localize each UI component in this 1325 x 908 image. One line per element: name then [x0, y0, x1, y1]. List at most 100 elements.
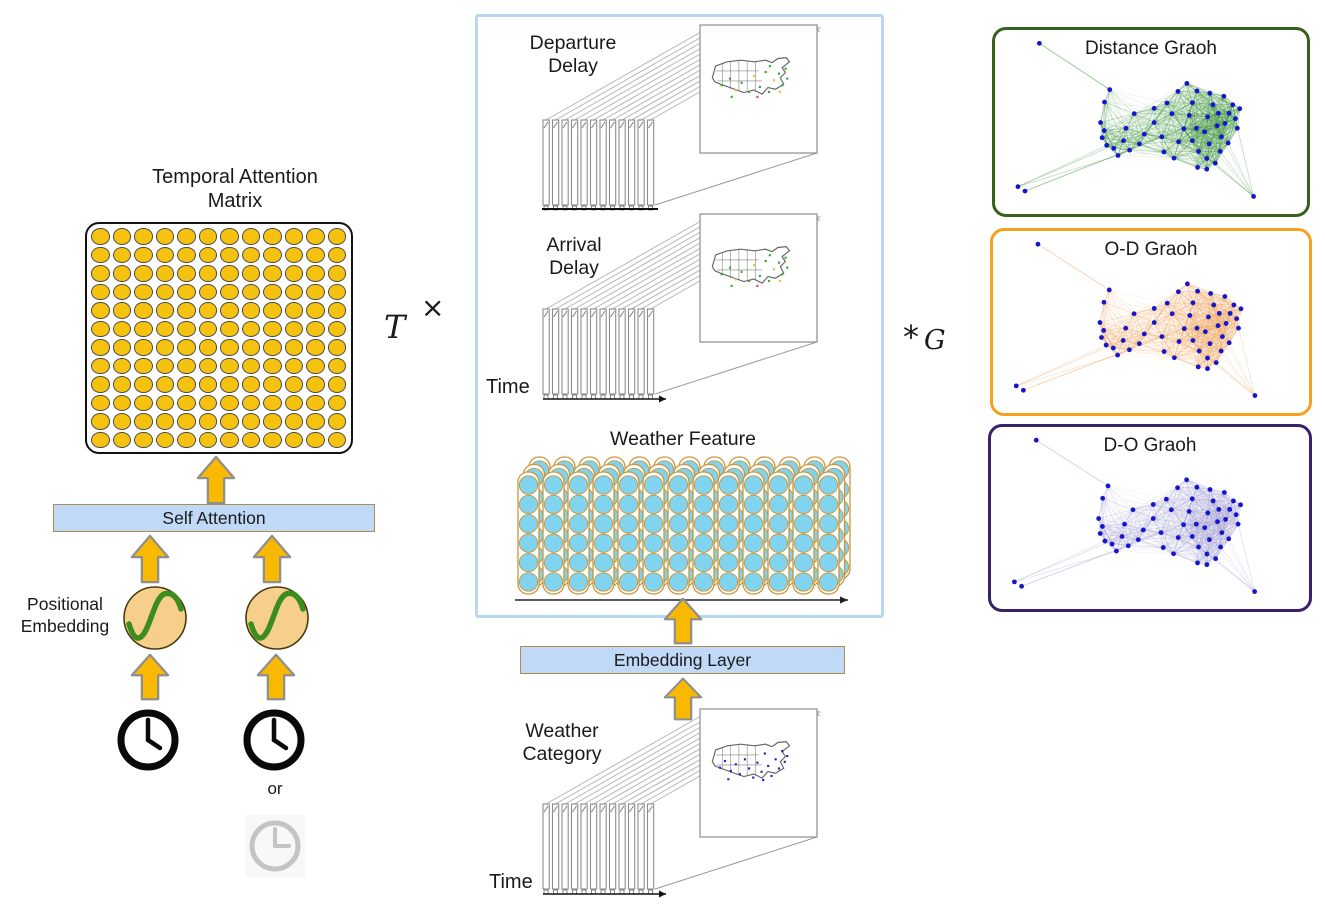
matrix-dot: [112, 283, 131, 300]
matrix-dot: [134, 394, 153, 411]
positional-embedding-sine-icon: [244, 585, 310, 656]
matrix-dot: [327, 320, 346, 337]
matrix-dot: [112, 431, 131, 448]
positional-label-line1: Positional: [27, 594, 103, 614]
matrix-dot: [263, 265, 282, 282]
matrix-dot: [198, 376, 217, 393]
matrix-dot: [155, 339, 174, 356]
matrix-dot: [327, 413, 346, 430]
matrix-dot: [198, 246, 217, 263]
matrix-dot: [112, 394, 131, 411]
matrix-dot: [198, 394, 217, 411]
matrix-dot: [263, 357, 282, 374]
matrix-dot: [284, 283, 303, 300]
matrix-dot: [198, 265, 217, 282]
matrix-dot: [220, 302, 239, 319]
matrix-dot: [241, 265, 260, 282]
matrix-dot: [220, 376, 239, 393]
matrix-dot: [284, 302, 303, 319]
arrow-up-embeddinglayer: [663, 677, 703, 721]
time-axis-label: Time: [489, 871, 533, 893]
matrix-dot: [112, 228, 131, 245]
matrix-dot: [284, 320, 303, 337]
matrix-dot: [155, 413, 174, 430]
matrix-dot: [241, 431, 260, 448]
matrix-dot: [177, 357, 196, 374]
temporal-attention-matrix-title: Temporal Attention Matrix: [100, 165, 370, 213]
matrix-dot: [263, 376, 282, 393]
operator-graph-G: G: [924, 325, 946, 356]
matrix-dot: [263, 228, 282, 245]
or-label: or: [267, 779, 283, 798]
matrix-dot: [91, 302, 110, 319]
matrix-dot: [155, 246, 174, 263]
matrix-dot: [284, 228, 303, 245]
matrix-dot: [177, 376, 196, 393]
matrix-dot: [91, 283, 110, 300]
matrix-dot: [327, 431, 346, 448]
matrix-dot: [198, 357, 217, 374]
matrix-dot: [284, 246, 303, 263]
matrix-dot: [134, 339, 153, 356]
matrix-dot: [177, 413, 196, 430]
weather-feature-title: Weather Feature: [610, 428, 756, 450]
matrix-dot: [327, 376, 346, 393]
matrix-dot: [220, 228, 239, 245]
arrow-up-weatherfeature: [663, 597, 703, 645]
matrix-dot: [306, 357, 325, 374]
matrix-dot: [112, 376, 131, 393]
od-graph-title: O-D Graoh: [1104, 239, 1198, 260]
attention-matrix-grid: [85, 222, 353, 454]
matrix-dot: [155, 302, 174, 319]
matrix-dot: [198, 339, 217, 356]
matrix-dot: [91, 265, 110, 282]
matrix-dot: [241, 320, 260, 337]
matrix-dot: [284, 376, 303, 393]
positional-label-line2: Embedding: [20, 615, 110, 636]
matrix-dot: [91, 246, 110, 263]
arrow-up-selfattention-left: [130, 534, 170, 584]
matrix-dot: [327, 228, 346, 245]
matrix-dot: [263, 320, 282, 337]
matrix-dot: [177, 246, 196, 263]
matrix-dot: [198, 283, 217, 300]
matrix-dot: [241, 228, 260, 245]
matrix-dot: [177, 339, 196, 356]
matrix-dot: [306, 413, 325, 430]
matrix-dot: [327, 394, 346, 411]
positional-embedding-label: Positional Embedding: [12, 594, 118, 638]
operator-times: ×: [421, 291, 445, 324]
matrix-dot: [241, 357, 260, 374]
matrix-dot: [263, 413, 282, 430]
embedding-layer-label: Embedding Layer: [613, 649, 752, 670]
matrix-dot: [306, 228, 325, 245]
distance-graph-title: Distance Graoh: [1084, 38, 1217, 59]
matrix-dot: [327, 246, 346, 263]
matrix-dot: [220, 394, 239, 411]
arrow-up-embedding-right: [256, 653, 296, 701]
matrix-dot: [241, 376, 260, 393]
matrix-dot: [134, 246, 153, 263]
matrix-dot: [155, 376, 174, 393]
matrix-dot: [220, 431, 239, 448]
matrix-dot: [306, 431, 325, 448]
matrix-dot: [91, 320, 110, 337]
operator-star: *: [903, 318, 919, 356]
matrix-dot: [306, 302, 325, 319]
matrix-dot: [134, 283, 153, 300]
matrix-dot: [263, 339, 282, 356]
matrix-dot: [91, 357, 110, 374]
matrix-dot: [155, 357, 174, 374]
matrix-dot: [112, 357, 131, 374]
matrix-dot: [134, 265, 153, 282]
matrix-dot: [112, 413, 131, 430]
matrix-dot: [112, 265, 131, 282]
positional-embedding-sine-icon: [122, 585, 188, 656]
matrix-dot: [112, 339, 131, 356]
weather-category-label: Weather Category: [522, 720, 602, 765]
matrix-dot: [134, 357, 153, 374]
matrix-dot: [284, 394, 303, 411]
matrix-dot: [284, 339, 303, 356]
matrix-dot: [134, 320, 153, 337]
